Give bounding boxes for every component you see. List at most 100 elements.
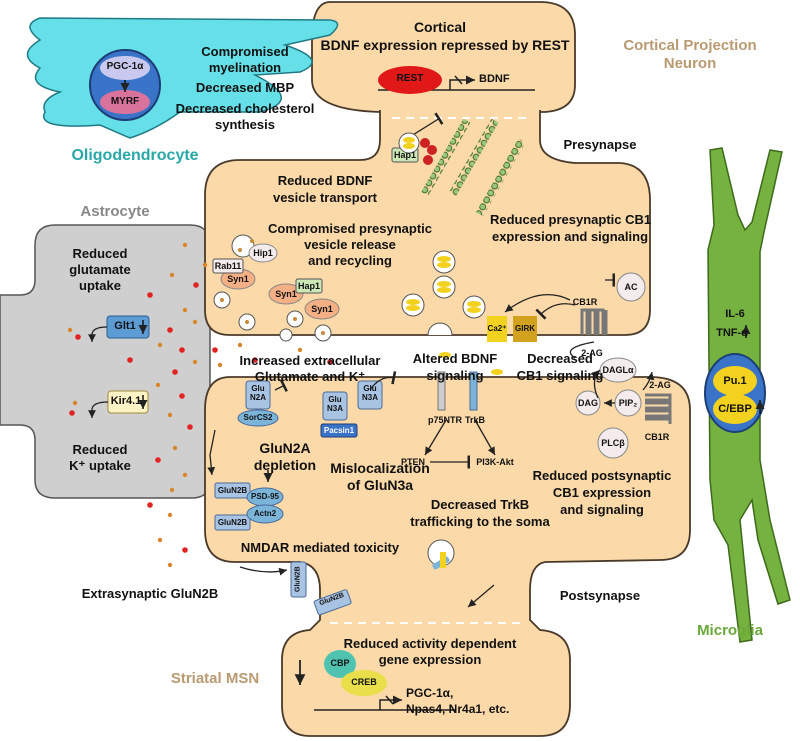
syn1-blob-3 — [304, 298, 340, 320]
mislocalization-label-1: Mislocalization — [330, 460, 430, 476]
ac-circle — [616, 272, 646, 302]
sorcs2-label: SorCS2 — [243, 413, 273, 422]
glun2b-label-2: GluN2B — [217, 518, 248, 527]
extrasynaptic-label: Extrasynaptic GluN2B — [81, 586, 219, 601]
p75ntr-receptor — [437, 371, 446, 411]
cortical-title: Cortical — [413, 19, 467, 35]
myelination-label: myelination — [208, 60, 282, 75]
kir41-label: Kir4.1 — [110, 395, 142, 407]
bdnf-gene-label: BDNF — [479, 73, 510, 85]
vesicles — [213, 132, 503, 570]
rest-label: REST — [396, 73, 424, 84]
girk-channel — [513, 316, 537, 342]
compromised-label: Compromised — [201, 44, 289, 59]
glun2a-receptor — [245, 380, 271, 410]
two-ag-pre-label: 2-AG — [581, 348, 603, 358]
altered-bdnf-label-1: Altered BDNF — [412, 351, 498, 366]
two-ag-post-label: 2-AG — [649, 380, 671, 390]
pgc1a-blob — [100, 56, 150, 80]
mbp-label: Decreased MBP — [195, 80, 295, 95]
genes-label-2: Npas4, Nr4a1, etc. — [406, 702, 510, 716]
syn1-label-1: Syn1 — [227, 274, 249, 284]
girk-label: GIRK — [515, 324, 535, 333]
pgc1a-label: PGC-1α — [106, 61, 144, 72]
cb1-pre-label-2: expression and signaling — [491, 229, 649, 244]
glun3a-receptor-1 — [322, 391, 348, 421]
pacsin1-label: Pacsin1 — [323, 426, 355, 435]
cbp-label: CBP — [330, 658, 350, 668]
trkb-receptor — [469, 371, 478, 411]
activity-label-2: gene expression — [378, 652, 482, 667]
glun2b-label-1: GluN2B — [217, 486, 248, 495]
astrocyte-label: Astrocyte — [80, 203, 150, 220]
cb1r-pre-receptor — [580, 308, 608, 335]
il6-label: IL-6 — [725, 308, 745, 320]
creb-blob — [341, 670, 387, 696]
trkb-trafficking-label-1: Decreased TrkB — [430, 497, 530, 512]
vesicle-release-label-2: vesicle release — [304, 237, 396, 252]
trkb-label: TrkB — [464, 415, 485, 425]
dag-label: DAG — [578, 398, 598, 408]
hap1-top-label: Hap1 — [393, 150, 416, 160]
decreased-cb1-label-2: CB1 signaling — [516, 368, 604, 383]
bdnf-transport-label-1: Reduced BDNF — [277, 173, 373, 188]
plcb-label: PLCβ — [601, 438, 625, 448]
p75ntr-label: p75NTR — [427, 415, 462, 425]
cebp-label: C/EBP — [718, 403, 752, 415]
glut-uptake-label-2: glutamate — [69, 262, 131, 277]
vesicle-release-label-3: and recycling — [308, 253, 392, 268]
cebp-blob — [713, 394, 757, 424]
trkb-trafficking-label-2: trafficking to the soma — [410, 514, 550, 529]
syn1-label-2: Syn1 — [275, 289, 297, 299]
glun2b-receptor-1 — [214, 482, 251, 499]
microglia-label: Microglia — [697, 622, 763, 639]
cb1-post-label-2: CB1 expression — [552, 485, 652, 500]
glun2a-label: Glu N2A — [249, 384, 266, 403]
cb1-pre-label-1: Reduced presynaptic CB1 — [490, 212, 652, 227]
extracellular-label-2: Glutamate and K⁺ — [254, 369, 366, 384]
myrf-label: MYRF — [110, 96, 140, 107]
cb1-post-label-1: Reduced postsynaptic — [532, 468, 672, 483]
presynapse-label: Presynapse — [563, 137, 637, 152]
rest-blob — [378, 66, 442, 94]
glt1-label: Glt1 — [114, 320, 136, 332]
genes-label-1: PGC-1α, — [406, 686, 454, 700]
rab11-label: Rab11 — [214, 261, 242, 271]
extracellular-dots — [67, 242, 333, 568]
glut-uptake-label-1: Reduced — [72, 246, 128, 261]
plcb-circle — [597, 427, 629, 459]
tnfa-label: TNF-α — [716, 327, 748, 339]
oligodendrocyte-label: Oligodendrocyte — [71, 147, 199, 164]
glut-uptake-label-3: uptake — [79, 278, 121, 293]
glun2b-receptor-2 — [214, 514, 251, 531]
mislocalization-label-2: of GluN3a — [346, 477, 414, 493]
pi3k-label: PI3K-Akt — [476, 457, 514, 467]
bdnf-transport-label-2: vesicle transport — [272, 190, 378, 205]
cortical-projection-label: Cortical Projection — [623, 37, 757, 54]
ca-label: Ca2⁺ — [487, 324, 507, 333]
postsynapse-label: Postsynapse — [559, 588, 641, 603]
striatal-msn-label: Striatal MSN — [170, 670, 260, 687]
cb1r-post-label: CB1R — [644, 432, 670, 442]
sorcs2-blob — [237, 409, 279, 427]
vesicle-release-label-1: Compromised presynaptic — [268, 221, 432, 236]
dag-circle — [575, 390, 601, 416]
pu1-label: Pu.1 — [723, 375, 747, 387]
cb1-post-label-3: and signaling — [560, 502, 644, 517]
rab11-box — [212, 258, 244, 274]
glun2a-depletion-label-1: GluN2A — [259, 440, 311, 456]
glun2b-extrasyn-label-1: GluN2B — [294, 566, 302, 592]
glun3a-label-2: Glu N3A — [361, 384, 378, 403]
glun3a-receptor-2 — [357, 380, 383, 410]
microtubules — [421, 118, 526, 217]
cb1r-post-receptor — [645, 393, 672, 424]
actn2-label: Actn2 — [253, 509, 277, 518]
pten-label: PTEN — [400, 457, 425, 467]
cortical-subtitle: BDNF expression repressed by REST — [320, 37, 570, 53]
hap1-box-pre — [295, 278, 323, 294]
glun2a-depletion-label-2: depletion — [253, 457, 317, 473]
pu1-blob — [713, 366, 757, 396]
psd95-label: PSD-95 — [250, 492, 279, 501]
k-uptake-label-2: K⁺ uptake — [69, 458, 131, 473]
cb1r-pre-label: CB1R — [572, 297, 598, 307]
